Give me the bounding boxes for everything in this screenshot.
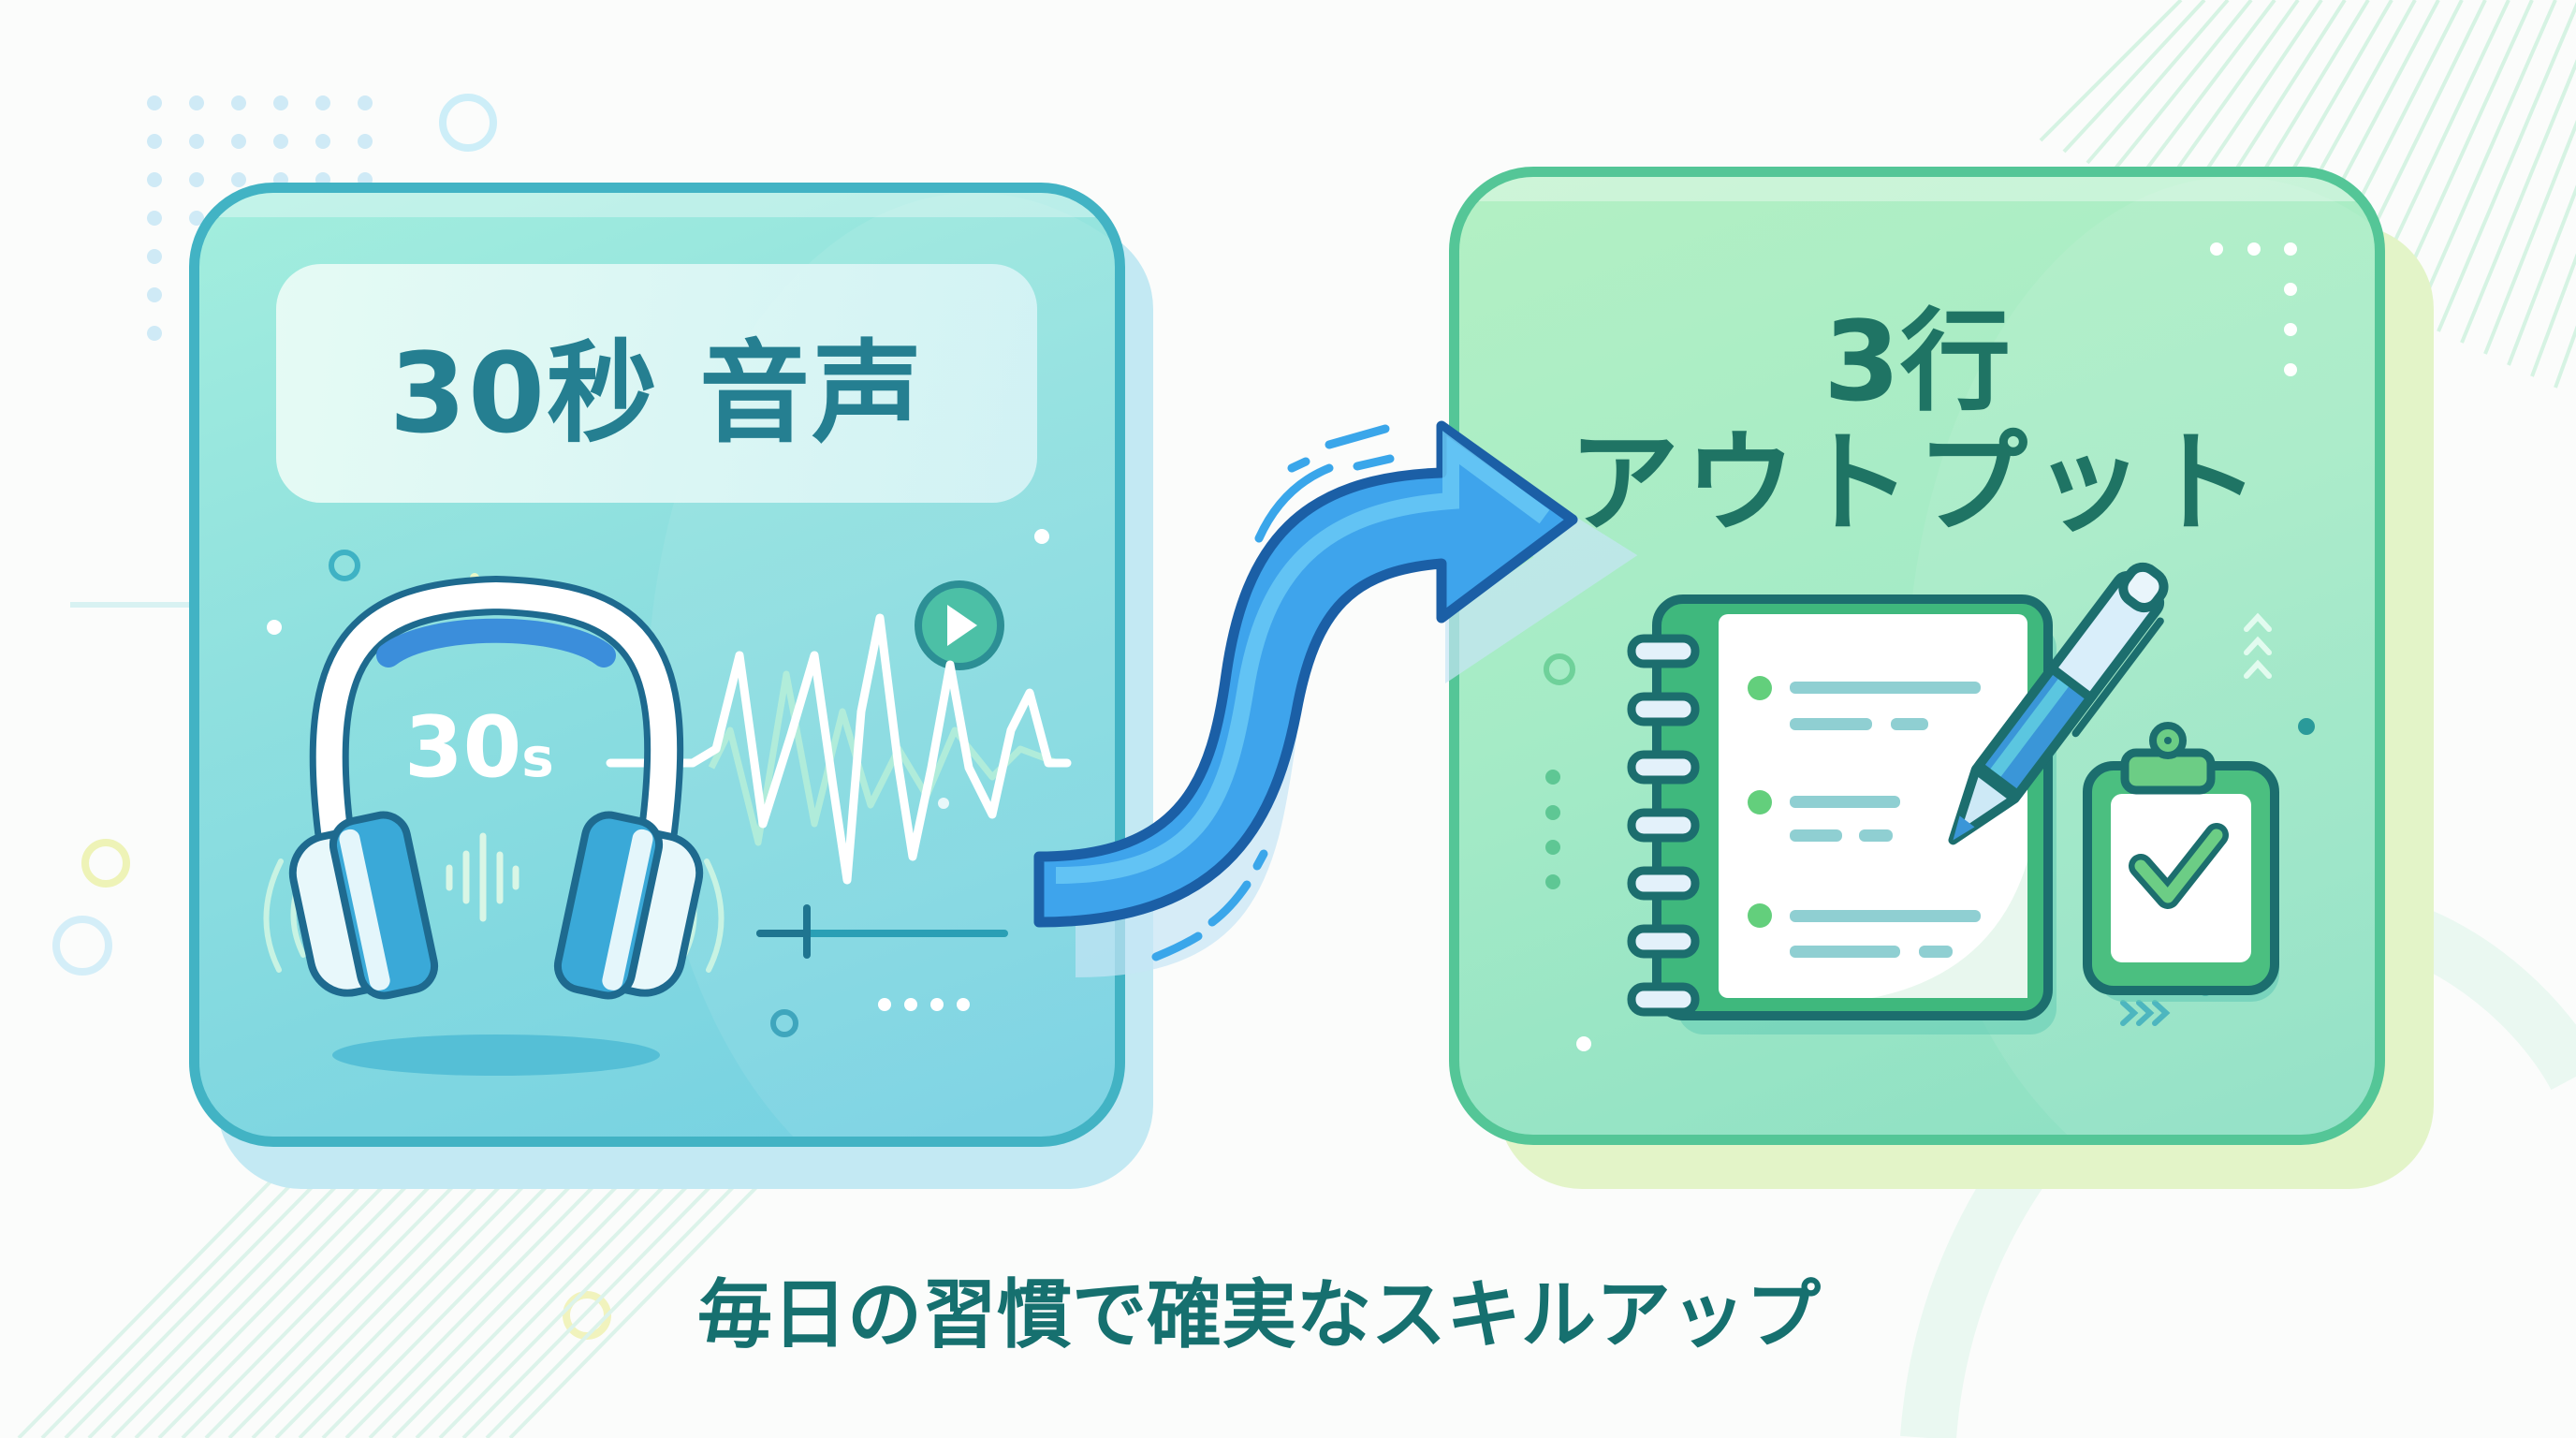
ring-decoration — [52, 916, 112, 976]
dots-decoration — [1545, 770, 1560, 889]
spiral-notebook-icon — [1627, 594, 2056, 1034]
duration-label: 30s — [404, 698, 554, 797]
headphones-shadow — [332, 1034, 660, 1076]
notebook-lines — [1748, 676, 1981, 958]
timeline-slider-icon — [756, 904, 1008, 959]
notebook-rings — [1627, 634, 1700, 1017]
sound-wave-ghost — [708, 670, 1060, 846]
output-card-title-line1: 3行 — [1822, 297, 2012, 426]
motion-lines-decoration — [1151, 424, 1395, 961]
sound-wave-icon — [606, 613, 1072, 885]
ring-decoration — [329, 550, 360, 581]
ring-decoration — [770, 1009, 798, 1037]
chevrons-up-icon — [2244, 612, 2272, 679]
pen-icon — [1948, 562, 2169, 845]
dot-decoration — [267, 620, 282, 635]
audio-bars-icon — [446, 832, 520, 922]
dot-decoration — [1034, 529, 1049, 544]
output-card-title-line2: アウトプット — [1568, 418, 2265, 548]
tagline: 毎日の習慣で確実なスキルアップ — [697, 1271, 1821, 1358]
ring-decoration — [439, 94, 497, 152]
dot-decoration — [938, 798, 949, 809]
chevrons-right-icon — [2120, 1000, 2171, 1026]
dot-decoration — [1576, 1036, 1591, 1051]
dots-decoration — [2210, 242, 2297, 376]
audio-card-title: 30秒 音声 — [388, 329, 925, 458]
dots-decoration — [878, 998, 970, 1011]
audio-card-title-pill: 30秒 音声 — [276, 264, 1037, 503]
ring-decoration — [81, 839, 130, 888]
clipboard-check-icon — [2083, 722, 2279, 1002]
headphones-icon — [288, 575, 704, 1000]
dot-decoration — [2298, 718, 2315, 735]
ring-decoration — [1544, 653, 1575, 685]
play-button-icon — [915, 580, 1004, 670]
